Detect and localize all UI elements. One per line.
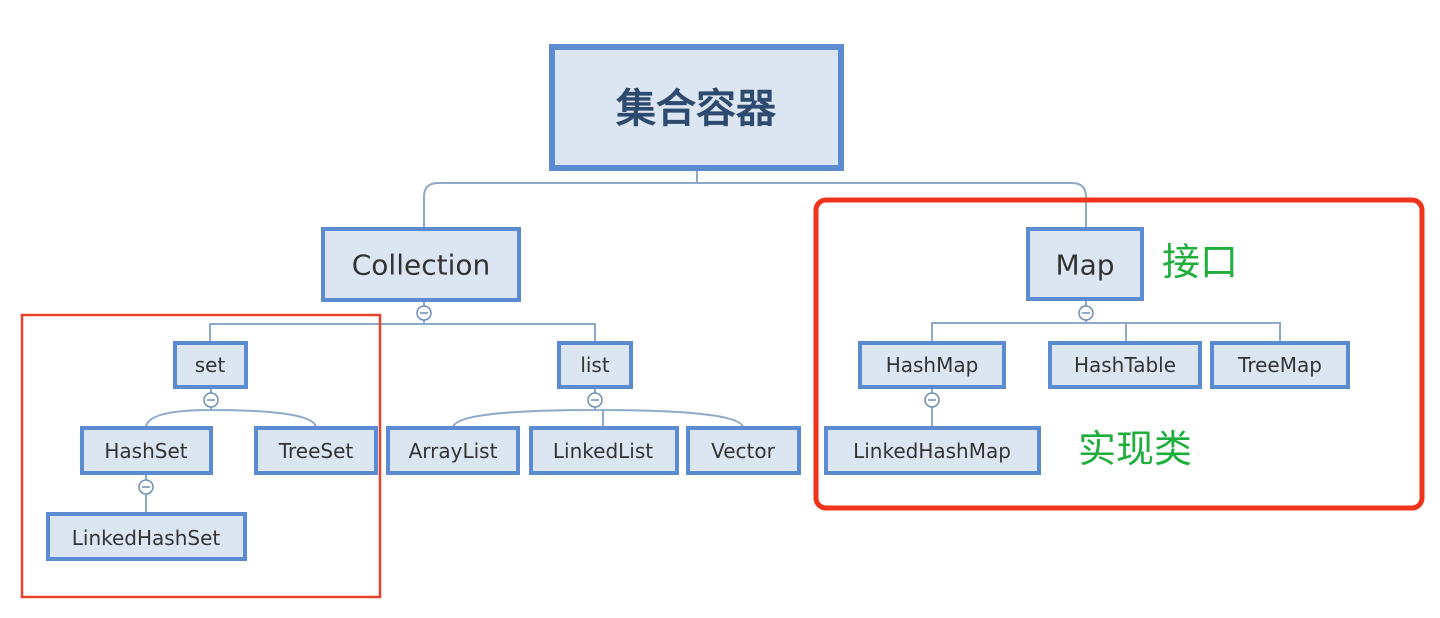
node-map[interactable]: Map xyxy=(1026,227,1144,301)
node-set-label: set xyxy=(195,353,226,377)
node-treeset[interactable]: TreeSet xyxy=(254,426,378,475)
node-treemap-label: TreeMap xyxy=(1237,353,1322,377)
highlight-box-set xyxy=(20,313,382,599)
node-linkedhashset[interactable]: LinkedHashSet xyxy=(46,512,247,561)
annotation-implementation: 实现类 xyxy=(1078,427,1192,471)
node-set[interactable]: set xyxy=(173,341,248,389)
node-linkedhashset-label: LinkedHashSet xyxy=(72,526,221,550)
connector-set-children xyxy=(145,387,317,429)
collapse-indicators xyxy=(138,305,1094,495)
node-map-label: Map xyxy=(1055,249,1114,282)
collapse-toggle-list[interactable] xyxy=(587,392,603,408)
node-arraylist-label: ArrayList xyxy=(409,439,498,463)
node-vector[interactable]: Vector xyxy=(686,426,801,475)
connector-collection-children xyxy=(209,300,596,343)
node-vector-label: Vector xyxy=(711,439,776,463)
collapse-toggle-map[interactable] xyxy=(1078,305,1094,321)
collapse-toggle-hashmap[interactable] xyxy=(924,392,940,408)
annotation-interface: 接口 xyxy=(1162,240,1238,284)
node-hashset-label: HashSet xyxy=(104,439,187,463)
node-linkedhashmap[interactable]: LinkedHashMap xyxy=(824,426,1041,475)
node-linkedlist[interactable]: LinkedList xyxy=(529,426,679,475)
node-hashtable-label: HashTable xyxy=(1074,353,1176,377)
node-hashset[interactable]: HashSet xyxy=(80,426,213,475)
connector-root-collection xyxy=(423,168,698,229)
connector-root-map xyxy=(697,182,1087,229)
node-collection[interactable]: Collection xyxy=(321,227,521,302)
node-hashmap-label: HashMap xyxy=(886,353,979,377)
node-root-label: 集合容器 xyxy=(615,86,777,132)
node-hashtable[interactable]: HashTable xyxy=(1048,341,1202,389)
node-hashmap[interactable]: HashMap xyxy=(858,341,1006,389)
node-list-label: list xyxy=(580,353,610,377)
node-treemap[interactable]: TreeMap xyxy=(1210,341,1350,389)
node-linkedhashmap-label: LinkedHashMap xyxy=(853,439,1011,463)
connector-list-children xyxy=(452,387,744,429)
collapse-toggle-collection[interactable] xyxy=(416,305,432,321)
node-root[interactable]: 集合容器 xyxy=(549,44,844,171)
highlight-box-map xyxy=(813,197,1425,511)
node-list[interactable]: list xyxy=(557,341,633,389)
node-arraylist[interactable]: ArrayList xyxy=(386,426,520,475)
node-linkedlist-label: LinkedList xyxy=(553,439,653,463)
connector-map-children xyxy=(931,299,1281,343)
collapse-toggle-set[interactable] xyxy=(203,392,219,408)
node-treeset-label: TreeSet xyxy=(278,439,354,463)
node-collection-label: Collection xyxy=(352,249,491,282)
collapse-toggle-hashset[interactable] xyxy=(138,479,154,495)
